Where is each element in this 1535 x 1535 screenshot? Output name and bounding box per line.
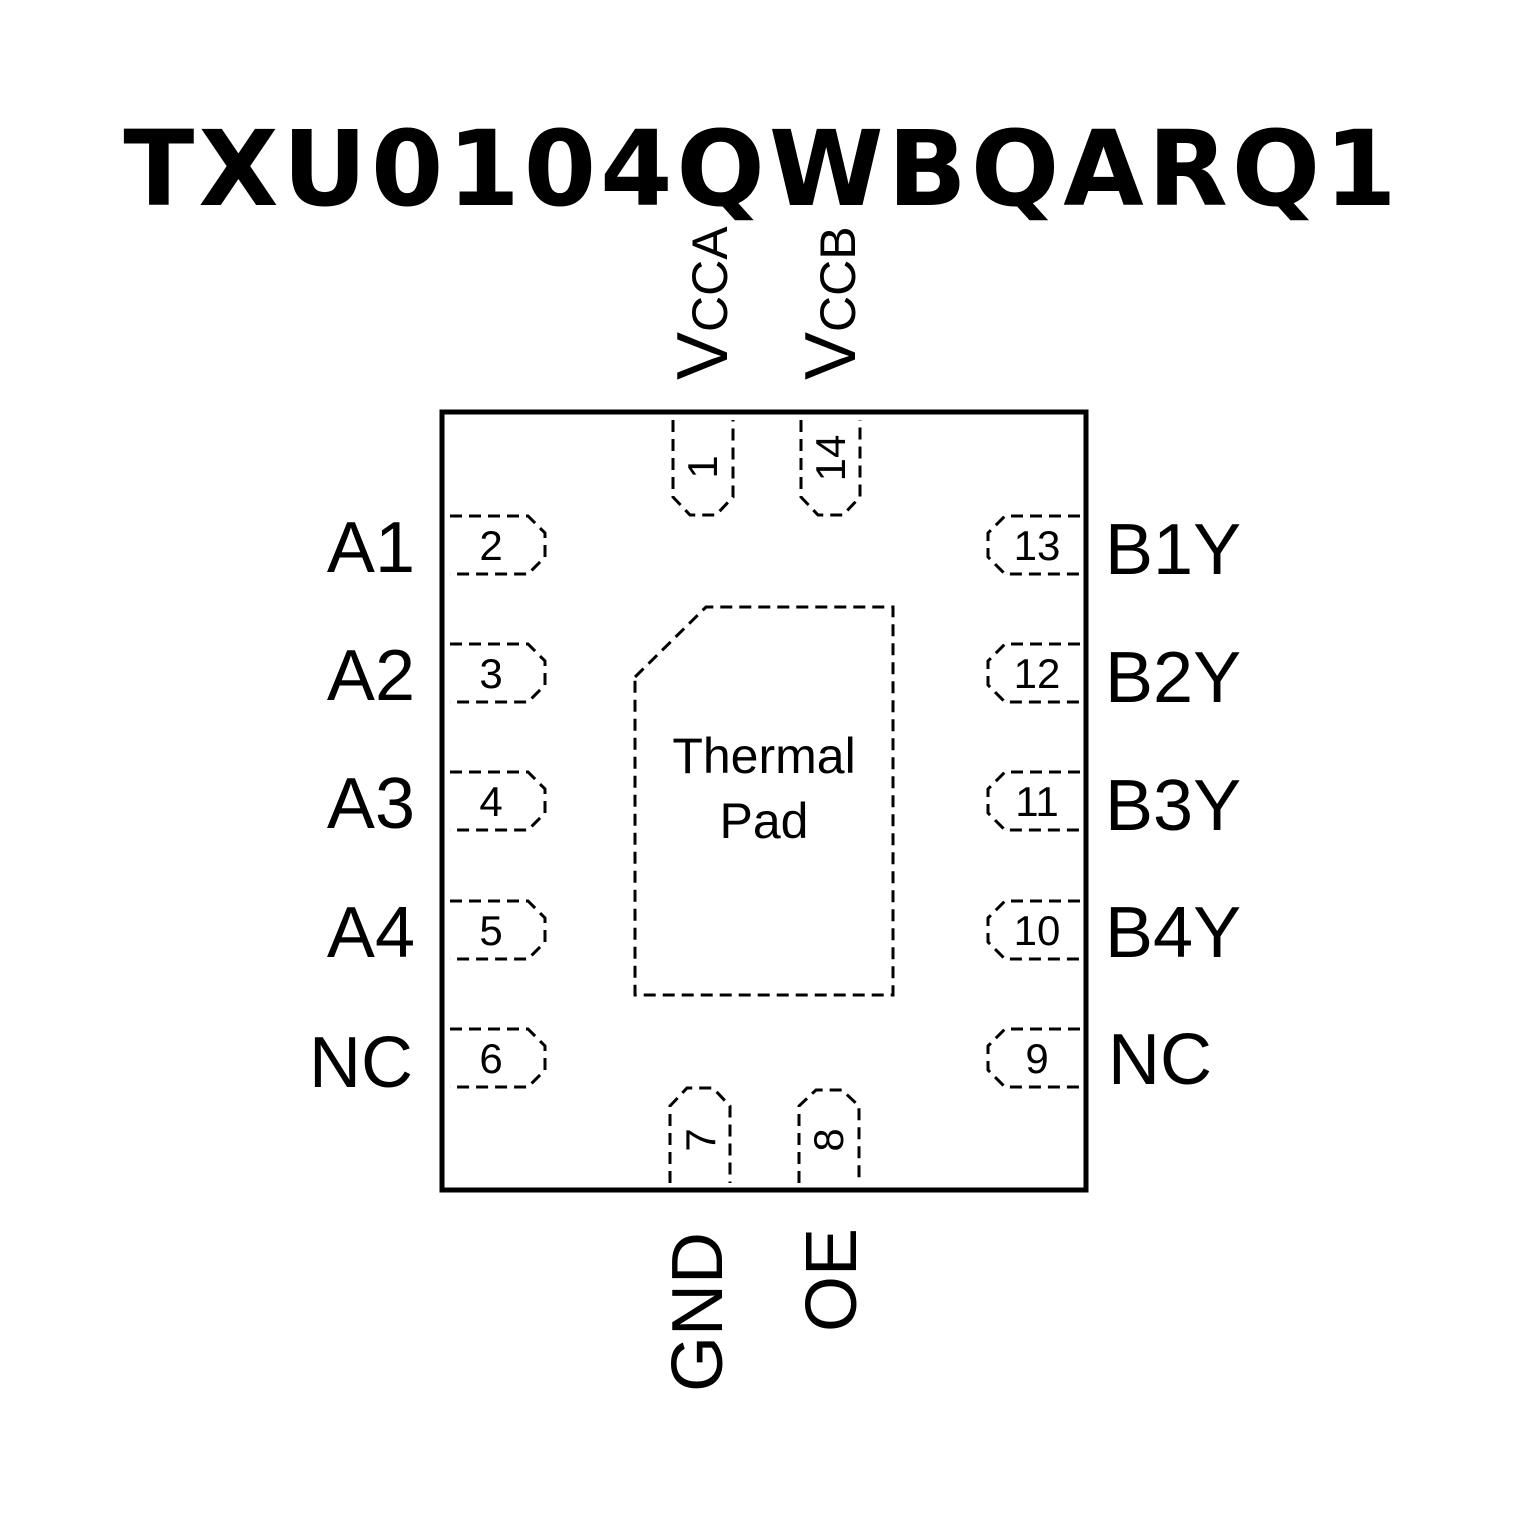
pin-number: 11 [1015,778,1059,825]
pin-label: OE [792,1228,872,1332]
pin-label: B4Y [1105,893,1241,973]
left-pin: 4 A3 [327,764,547,844]
pin-number: 5 [479,907,502,954]
right-pin: 12 B2Y [986,638,1241,718]
right-pin: 11 B3Y [986,766,1241,846]
pin-number: 4 [479,778,502,825]
pin-label: B1Y [1105,510,1241,590]
pin-number: 14 [807,435,854,482]
pin-number: 9 [1025,1035,1048,1082]
pin-label: A1 [327,508,415,588]
pin-number: 3 [479,650,502,697]
thermal-pad-label-line2: Pad [720,793,809,849]
pin-label: VCCA [663,226,743,380]
pin-number: 12 [1014,650,1061,697]
thermal-pad-label-line1: Thermal [672,728,855,784]
pin-number: 7 [677,1128,724,1151]
bottom-pin: 8 OE [792,1088,872,1332]
pin-label: A4 [327,893,415,973]
left-pin: 2 A1 [327,508,547,588]
left-pin: 6 NC [309,1023,547,1103]
pin-number: 10 [1014,907,1061,954]
package-outline [439,409,1089,1193]
pin-label: VCCB [791,226,871,380]
pin-label: B3Y [1105,766,1241,846]
pin-number: 13 [1014,522,1061,569]
pin-number: 1 [679,455,726,478]
pin-label: NC [1108,1020,1212,1100]
part-number-title: TXU0104QWBQARQ1 [123,108,1400,230]
top-pin: 14 VCCB [791,226,871,517]
thermal-pad: Thermal Pad [633,605,895,997]
right-pin: 10 B4Y [986,893,1241,973]
left-pin: 3 A2 [327,636,547,716]
pin-label: A2 [327,636,415,716]
pin-number: 8 [805,1128,852,1151]
right-pin: 13 B1Y [986,510,1241,590]
left-pin: 5 A4 [327,893,547,973]
pin-label: B2Y [1105,638,1241,718]
right-pin: 9 NC [986,1020,1212,1100]
pin-number: 6 [479,1035,502,1082]
pin-label: GND [658,1232,738,1392]
bottom-pin: 7 GND [658,1086,738,1392]
top-pin: 1 VCCA [663,226,743,517]
pin-number: 2 [479,522,502,569]
pin-label: NC [309,1023,413,1103]
pin-label: A3 [327,764,415,844]
